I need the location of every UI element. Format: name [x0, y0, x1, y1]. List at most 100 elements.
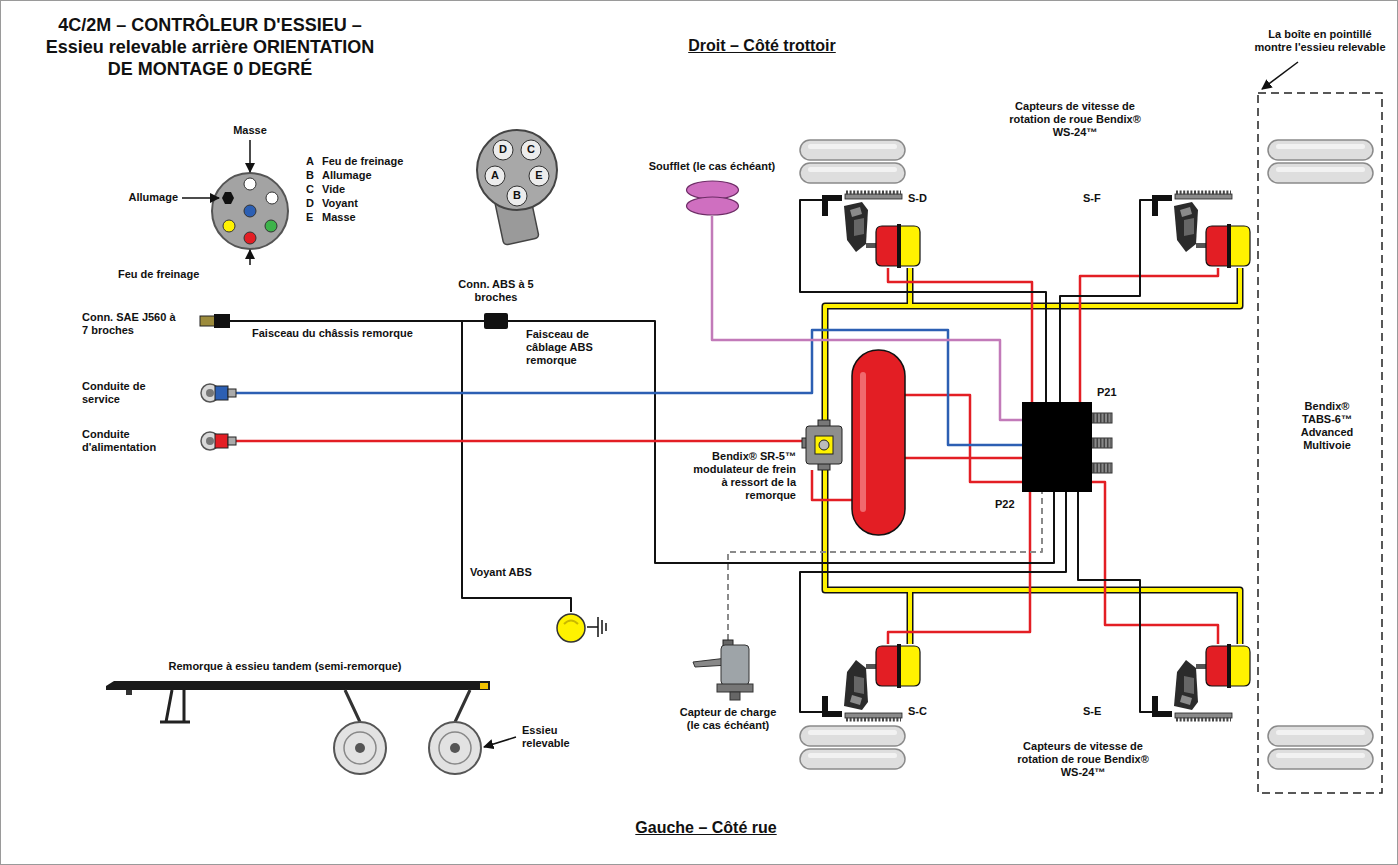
spring-brake-valve-shape-part: [819, 440, 829, 450]
leader-arrow-part: [484, 737, 516, 747]
trailer-illustration-part: [334, 722, 386, 774]
exhaust-ports-part: [1092, 463, 1112, 473]
callout-label: Masse: [220, 124, 280, 137]
supply-coupler-shape-part: [206, 437, 214, 445]
trailer-illustration-part: [450, 743, 460, 753]
load-sensor: Capteur de charge (le cas échéant): [693, 640, 763, 700]
callout-label: Voyant: [322, 197, 358, 210]
service-coupler-shape: [200, 381, 236, 405]
load-sensor-shape-part: [730, 692, 740, 700]
supply-coupler-shape-part: [228, 437, 236, 445]
callout-label: Capteurs de vitesse de rotation de roue …: [1008, 740, 1158, 779]
delivery-lines-part: [812, 470, 852, 500]
delivery-lines-part: [888, 492, 1030, 644]
callout-label: Droit – Côté trottoir: [612, 36, 912, 55]
callout-label: Allumage: [96, 191, 178, 204]
sensor-cables: [800, 200, 1152, 712]
service-coupler-shape-part: [206, 389, 214, 397]
trailer-illustration: [106, 681, 490, 774]
service-coupler-shape-part: [215, 386, 228, 400]
wheel-end-part: [800, 726, 905, 769]
air-bag: Soufflet (le cas échéant): [685, 180, 740, 216]
sae-connector-shape-part: [214, 314, 230, 328]
node-label: Conduite de service: [82, 380, 179, 406]
reservoir-highlight: [860, 372, 866, 512]
air-bag-shape-part: [687, 181, 739, 199]
exhaust-ports-part: [1092, 413, 1112, 423]
callout-label: Feu de freinage: [118, 268, 199, 281]
connector-line: [236, 330, 1022, 445]
node-label: Bendix® TABS-6™ Advanced Multivoie: [1287, 400, 1367, 452]
sae-connector-shape-part: [200, 316, 216, 326]
callout-label: Gauche – Côté rue: [556, 818, 856, 837]
callout-label: S-F: [1083, 192, 1101, 205]
spring-brake-lines-part: [825, 268, 1240, 644]
load-sensor-shape-part: [721, 645, 749, 685]
supply-coupler: Conduite d'alimentation: [200, 429, 236, 453]
sensor-cables-part: [800, 492, 1066, 712]
callout-label: A: [489, 169, 501, 182]
node-label: Conn. SAE J560 à 7 broches: [82, 311, 179, 337]
edge-label: Faisceau du châssis remorque: [250, 327, 415, 340]
sensor-cables-part: [1078, 492, 1152, 712]
delivery-lines-part: [905, 457, 1022, 460]
callout-label: Vide: [322, 183, 345, 196]
callout-label: S-D: [908, 192, 927, 205]
five-pin-connector-part: [485, 166, 505, 186]
delivery-lines-part: [1080, 268, 1218, 402]
trailer-illustration-part: [355, 743, 365, 753]
trailer-illustration-part: [480, 683, 488, 689]
air-bag-shape: [685, 180, 740, 216]
callout-label: P22: [995, 498, 1015, 511]
callout-label: S-E: [1083, 705, 1101, 718]
trailer-illustration-part: [439, 732, 471, 764]
wheel-end-part: [800, 140, 905, 183]
sae-connector: Conn. SAE J560 à 7 broches: [200, 313, 230, 329]
callout-label: Masse: [322, 211, 356, 224]
node-label: Bendix® SR-5™ modulateur de frein à ress…: [686, 450, 796, 502]
five-pin-connector-part: [521, 140, 541, 160]
wheel-end-part: [1268, 726, 1373, 769]
five-pin-connector-part: [529, 166, 549, 186]
sensor-cables-part: [800, 200, 1046, 402]
callout-label: Allumage: [322, 169, 372, 182]
seven-pin-connector-part: [223, 220, 235, 232]
connector-line: [230, 321, 571, 612]
callout-label: E: [533, 169, 545, 182]
ground-symbol: [587, 617, 606, 637]
sensor-cables-part: [1060, 200, 1152, 402]
wheel-end-part: [822, 644, 920, 720]
spring-brake-valve-shape: [802, 420, 846, 470]
trailer-illustration-part: [160, 690, 190, 722]
supply-coupler-shape-part: [215, 434, 228, 448]
callout-label: La boîte en pointillé montre l'essieu re…: [1251, 28, 1389, 54]
abs-connector-shape: [484, 313, 508, 329]
supply-coupler-shape: [200, 429, 236, 453]
callout-label: C: [306, 183, 314, 196]
spring-brake-valve-shape-part: [815, 436, 833, 454]
callout-label: S-C: [908, 705, 927, 718]
connector-line: [712, 216, 1022, 420]
node-label: Voyant ABS: [470, 566, 532, 579]
wheel-end-part: [1268, 140, 1373, 183]
warning-lamp-shape-part: [564, 621, 578, 625]
abs-connector-shape-part: [484, 313, 508, 329]
spring-brake-valve: Bendix® SR-5™ modulateur de frein à ress…: [802, 420, 846, 470]
delivery-lines-part: [905, 395, 1022, 482]
node-label: Capteur de charge (le cas échéant): [673, 706, 783, 732]
five-pin-connector: [477, 130, 557, 245]
node-label: Conduite d'alimentation: [82, 428, 179, 454]
air-bag-shape-part: [687, 197, 739, 215]
callout-label: Feu de freinage: [322, 155, 403, 168]
exhaust-ports-part: [1092, 438, 1112, 448]
load-sensor-shape-part: [717, 684, 753, 692]
connector-line: [236, 440, 802, 443]
exhaust-ports: [1092, 413, 1112, 473]
node-label: Soufflet (le cas échéant): [637, 160, 787, 173]
leader-arrow-part: [1262, 62, 1298, 89]
leader-arrow-part: [249, 250, 251, 265]
seven-pin-connector-part: [212, 173, 288, 249]
five-pin-connector-part: [507, 186, 527, 206]
